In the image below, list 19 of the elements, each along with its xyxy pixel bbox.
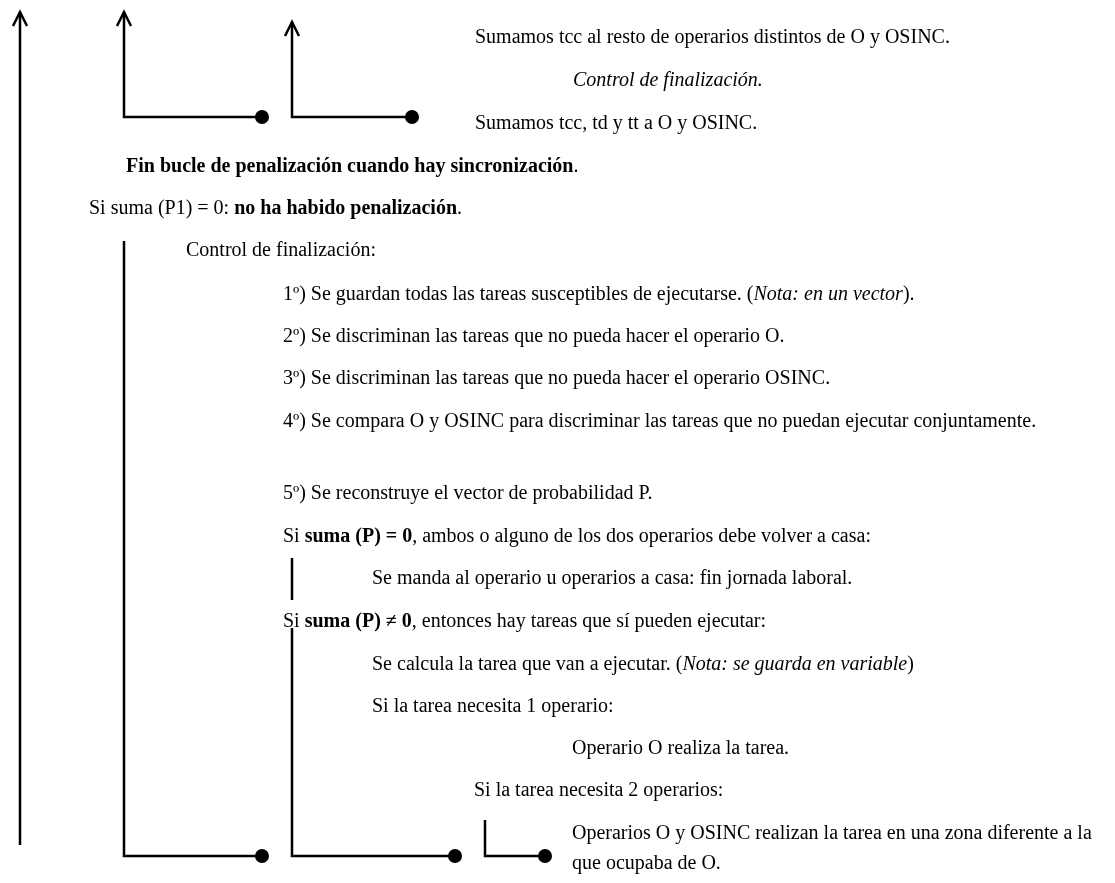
note-text: Sumamos tcc al resto de operarios distintos de O y OSINC. [475, 24, 950, 48]
note-text: Control de finalización. [573, 67, 763, 91]
note-text: Operarios O y OSINC realizan la tarea en una zona diferente a la que ocupaba de O. [572, 820, 1092, 876]
note-text: Sumamos tcc, td y tt a O y OSINC. [475, 110, 758, 134]
note-text: 3º) Se discriminan las tareas que no pueda hacer el operario OSINC. [283, 365, 831, 389]
note-text: Si la tarea necesita 2 operarios: [474, 777, 724, 801]
note-text: 4º) Se compara O y OSINC para discriminar las tareas que no puedan ejecutar conjuntamente. [283, 408, 1038, 434]
note-text: Se manda al operario u operarios a casa: fin jornada laboral. [372, 565, 853, 589]
note-text: Si suma (P1) = 0: no ha habido penalización. [89, 195, 463, 219]
note-text: 2º) Se discriminan las tareas que no pueda hacer el operario O. [283, 323, 785, 347]
note-text: 1º) Se guardan todas las tareas susceptibles de ejecutarse. (Nota: en un vector). [283, 281, 915, 305]
note-text: Si suma (P) = 0, ambos o alguno de los dos operarios debe volver a casa: [283, 523, 871, 547]
note-text: Si la tarea necesita 1 operario: [372, 693, 614, 717]
note-text: Si suma (P) ≠ 0, entonces hay tareas que sí pueden ejecutar: [283, 608, 767, 632]
note-text: Control de finalización: [186, 237, 376, 261]
note-text: 5º) Se reconstruye el vector de probabilidad P. [283, 480, 653, 504]
note-text: Operario O realiza la tarea. [572, 735, 790, 759]
note-text: Fin bucle de penalización cuando hay sincronización. [126, 153, 579, 177]
note-text: Se calcula la tarea que van a ejecutar. (Nota: se guarda en variable) [372, 651, 914, 675]
